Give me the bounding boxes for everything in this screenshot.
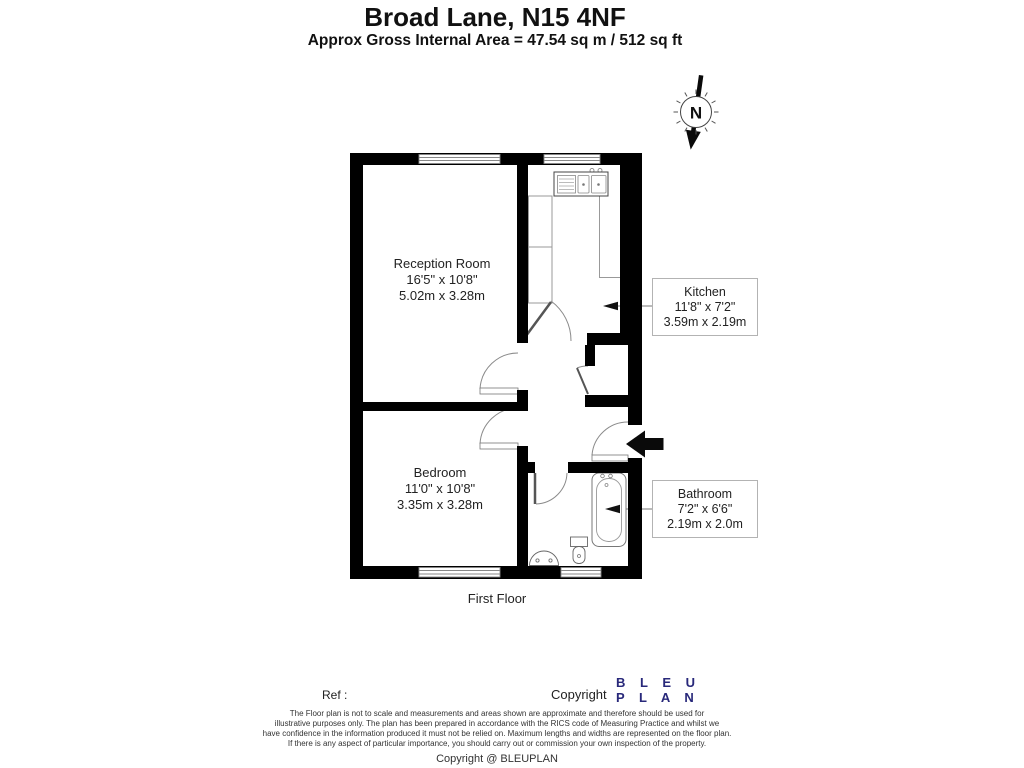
wall-right-bathroom [628, 458, 642, 579]
kitchen-label-box: Kitchen 11'8" x 7'2" 3.59m x 2.19m [652, 278, 758, 336]
disclaimer: The Floor plan is not to scale and measu… [0, 709, 994, 765]
wall-right-kitchen [620, 153, 642, 345]
compass-circle [680, 96, 712, 128]
compass-north-label: N [690, 104, 702, 123]
reception-room-metric: 5.02m x 3.28m [399, 288, 485, 303]
window-reception [418, 154, 501, 164]
header: Broad Lane, N15 4NF Approx Gross Interna… [0, 2, 990, 50]
window-kitchen [543, 154, 601, 164]
page-subtitle: Approx Gross Internal Area = 47.54 sq m … [307, 32, 683, 49]
kitchen-counter-right [599, 196, 620, 278]
ref-label: Ref : [322, 688, 348, 702]
bathroom-imperial: 7'2" x 6'6" [677, 501, 733, 516]
kitchen-door-arc [550, 300, 572, 342]
wash-basin [529, 550, 559, 566]
cupboard-door-arc [576, 365, 589, 369]
entrance-door-leaf [591, 454, 629, 462]
kitchen-counter-left-upper [528, 195, 553, 248]
logo-line-2: P L A N [616, 689, 700, 705]
cupboard-door-leaf [576, 367, 589, 395]
copyright-label: Copyright [551, 687, 607, 702]
bedroom-imperial: 11'0" x 10'8" [404, 481, 476, 496]
kitchen-imperial: 11'8" x 7'2" [674, 299, 736, 314]
wall-reception-kitchen [517, 165, 528, 343]
bedroom-door-leaf [479, 442, 519, 450]
window-bedroom [418, 567, 501, 578]
disclaimer-line: illustrative purposes only. The plan has… [274, 719, 720, 728]
logo-line-1: B L E U [616, 675, 701, 690]
kitchen-counter-left-lower [528, 246, 553, 304]
bedroom-name: Bedroom [413, 465, 467, 480]
reception-room-imperial: 16'5" x 10'8" [406, 272, 478, 287]
bedroom-metric: 3.35m x 3.28m [397, 497, 483, 512]
wall-cupboard-bottom [585, 395, 628, 407]
disclaimer-line: have confidence in the information produ… [262, 729, 732, 738]
bedroom-label: Bedroom 11'0" x 10'8" 3.35m x 3.28m [350, 465, 530, 513]
entrance-door-arc [591, 421, 629, 456]
wall-left [350, 153, 363, 579]
kitchen-metric: 3.59m x 2.19m [663, 314, 747, 329]
floor-label: First Floor [467, 591, 527, 606]
window-bathroom [560, 567, 602, 578]
wall-bedroom-right [517, 446, 528, 566]
toilet [570, 536, 588, 564]
reception-room-name: Reception Room [393, 256, 491, 271]
bathroom-fixtures [529, 472, 627, 566]
wall-reception-bedroom [363, 402, 517, 411]
bathroom-metric: 2.19m x 2.0m [667, 516, 743, 531]
wall-bathroom-top [568, 462, 628, 473]
reception-door-arc [479, 352, 519, 390]
wall-kitchen-bottom [587, 333, 642, 345]
wall-bathroom-top-stub [528, 462, 535, 473]
north-compass: N [673, 75, 719, 150]
compass-ticks [673, 89, 719, 135]
kitchen-name: Kitchen [684, 284, 726, 299]
page-title: Broad Lane, N15 4NF [364, 2, 626, 32]
bedroom-door-arc [479, 407, 519, 445]
windows [418, 154, 602, 578]
disclaimer-line: If there is any aspect of particular imp… [287, 739, 707, 748]
reception-room-label: Reception Room 16'5" x 10'8" 5.02m x 3.2… [352, 256, 532, 304]
bathroom-leader-arrow [605, 504, 620, 514]
entrance-arrow [626, 430, 664, 458]
bleuplan-logo: B L E U P L A N [616, 675, 701, 705]
reception-door-leaf [479, 387, 519, 395]
bathroom-label-box: Bathroom 7'2" x 6'6" 2.19m x 2.0m [652, 480, 758, 538]
disclaimer-line: The Floor plan is not to scale and measu… [289, 709, 705, 718]
wall-right-hall [628, 345, 642, 425]
bathroom-name: Bathroom [677, 486, 733, 501]
bathroom-door-arc [535, 472, 568, 505]
footer-copyright-line: Copyright @ BLEUPLAN [436, 753, 558, 765]
kitchen-fixtures [528, 168, 620, 304]
leader-arrows [603, 301, 620, 514]
kitchen-sink [553, 168, 609, 197]
wall-cupboard-stub [585, 345, 595, 366]
wall-junction [517, 390, 528, 411]
kitchen-leader-arrow [603, 301, 618, 311]
